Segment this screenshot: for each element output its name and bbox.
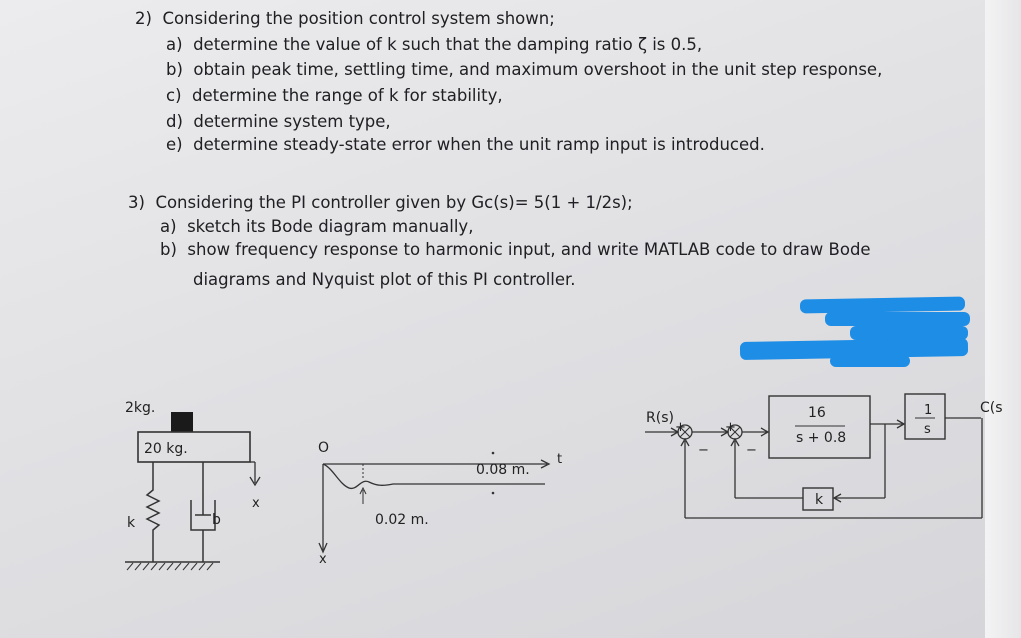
plant-denominator: s + 0.8 [796, 430, 847, 446]
q2-item-a-letter: a) [166, 35, 183, 54]
q2-item-b-letter: b) [166, 60, 183, 79]
plus-sign-2: + [725, 420, 736, 435]
q2-item-b-text: obtain peak time, settling time, and max… [193, 60, 883, 79]
q3-number: 3) [128, 193, 145, 212]
damper-label: b [212, 512, 221, 528]
plus-sign-1: + [675, 420, 686, 435]
q2-item-c: c) determine the range of k for stabilit… [166, 86, 503, 105]
plant-block [768, 395, 871, 459]
small-mass-block [171, 412, 193, 432]
q3-item-b-letter: b) [160, 240, 177, 259]
redaction-mark [850, 326, 968, 340]
spring-label: k [127, 515, 136, 531]
paper-edge [985, 0, 1021, 638]
q3-item-b-text: show frequency response to harmonic inpu… [187, 240, 871, 259]
q2-item-e-letter: e) [166, 135, 183, 154]
q2-item-c-letter: c) [166, 86, 182, 105]
t-axis-label: t [557, 452, 563, 467]
gain-label: k [815, 492, 824, 508]
gain-block [802, 487, 834, 511]
redaction-mark [830, 355, 910, 367]
q2-item-d: d) determine system type, [166, 112, 391, 131]
block-diagram [645, 393, 983, 519]
redaction-mark [799, 296, 966, 314]
q3-item-a: a) sketch its Bode diagram manually, [160, 217, 473, 236]
plant-numerator: 16 [808, 405, 826, 421]
q3-item-a-letter: a) [160, 217, 177, 236]
redaction-mark [825, 312, 970, 326]
dip-label: 0.02 m. [375, 512, 429, 528]
q3-heading: 3) Considering the PI controller given b… [128, 193, 633, 212]
q2-number: 2) [135, 9, 152, 28]
q2-item-a: a) determine the value of k such that th… [166, 35, 702, 54]
q2-item-d-text: determine system type, [193, 112, 391, 131]
output-label: C(s [980, 400, 1003, 416]
q2-item-b: b) obtain peak time, settling time, and … [166, 60, 882, 79]
minus-sign-1: − [698, 443, 709, 458]
response-plot [318, 451, 551, 554]
q3-item-b: b) show frequency response to harmonic i… [160, 240, 871, 259]
displacement-label: x [252, 496, 260, 511]
origin-label: O [318, 440, 330, 456]
spring [145, 462, 161, 562]
integrator-numerator: 1 [924, 403, 933, 418]
input-label: R(s) [646, 410, 674, 426]
q2-item-a-text: determine the value of k such that the d… [193, 35, 703, 54]
big-mass-block [137, 431, 251, 463]
q2-heading: 2) Considering the position control syst… [135, 9, 555, 28]
q2-item-c-text: determine the range of k for stability, [192, 86, 503, 105]
mass-spring-damper-diagram [125, 412, 261, 571]
q2-item-e: e) determine steady-state error when the… [166, 135, 765, 154]
small-mass-label: 2kg. [125, 400, 156, 416]
minus-sign-2: − [746, 443, 757, 458]
big-mass-label: 20 kg. [144, 441, 188, 457]
q3-item-a-text: sketch its Bode diagram manually, [187, 217, 474, 236]
x-axis-label: x [319, 552, 327, 567]
q2-item-e-text: determine steady-state error when the un… [193, 135, 765, 154]
integrator-denominator: s [924, 422, 931, 437]
q3-intro: Considering the PI controller given by G… [155, 193, 633, 212]
peak-label: 0.08 m. [476, 462, 530, 478]
q3-item-b-continued: diagrams and Nyquist plot of this PI con… [193, 270, 576, 289]
response-curve [322, 463, 545, 490]
integrator-block [904, 393, 946, 440]
q2-intro: Considering the position control system … [162, 9, 555, 28]
q2-item-d-letter: d) [166, 112, 183, 131]
